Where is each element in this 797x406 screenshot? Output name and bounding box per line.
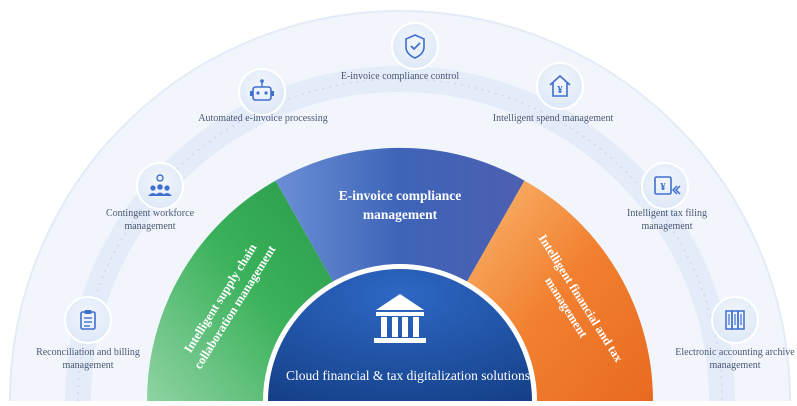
center-title: Cloud financial & tax digitalization sol… xyxy=(285,368,531,383)
node-compliance xyxy=(391,22,439,70)
node-reconciliation xyxy=(64,296,112,344)
node-taxfiling: ¥ xyxy=(641,162,689,210)
node-label-automated: Automated e-invoice processing xyxy=(198,113,328,124)
node-label-spend: Intelligent spend management xyxy=(492,113,614,124)
archive-binders-icon xyxy=(725,310,745,330)
node-automated xyxy=(238,68,286,116)
node-archive xyxy=(711,296,759,344)
yuan-house-icon: ¥ xyxy=(549,74,571,97)
node-label-reconciliation: Reconciliation and billing management xyxy=(36,347,140,371)
svg-text:¥: ¥ xyxy=(557,84,563,96)
node-circle xyxy=(536,62,584,110)
core-half-circle xyxy=(268,269,532,401)
node-workforce xyxy=(136,162,184,210)
node-circle xyxy=(64,296,112,344)
bank-icon xyxy=(374,294,426,343)
node-label-workforce: Contingent workforce management xyxy=(105,208,195,232)
shield-check-icon xyxy=(405,34,425,59)
svg-text:¥: ¥ xyxy=(660,181,666,193)
nodes-layer: ¥¥ xyxy=(64,22,759,344)
robot-icon xyxy=(250,79,274,101)
clipboard-list-icon xyxy=(80,310,96,330)
node-circle xyxy=(238,68,286,116)
node-label-taxfiling: Intelligent tax filing management xyxy=(627,208,707,232)
segment-top xyxy=(275,147,525,282)
outer-arc-edge xyxy=(9,10,791,402)
segment-left xyxy=(146,180,334,401)
node-circle xyxy=(391,22,439,70)
yuan-filing-icon: ¥ xyxy=(654,176,681,195)
node-ring-dots xyxy=(77,78,723,402)
node-label-compliance: E-invoice compliance control xyxy=(340,71,460,82)
node-spend: ¥ xyxy=(536,62,584,110)
team-idea-icon xyxy=(148,174,172,196)
node-circle xyxy=(641,162,689,210)
segment-right xyxy=(466,180,653,401)
segment-top-label: E-invoice compliance management xyxy=(338,188,462,222)
node-label-archive: Electronic accounting archive management xyxy=(675,347,795,371)
